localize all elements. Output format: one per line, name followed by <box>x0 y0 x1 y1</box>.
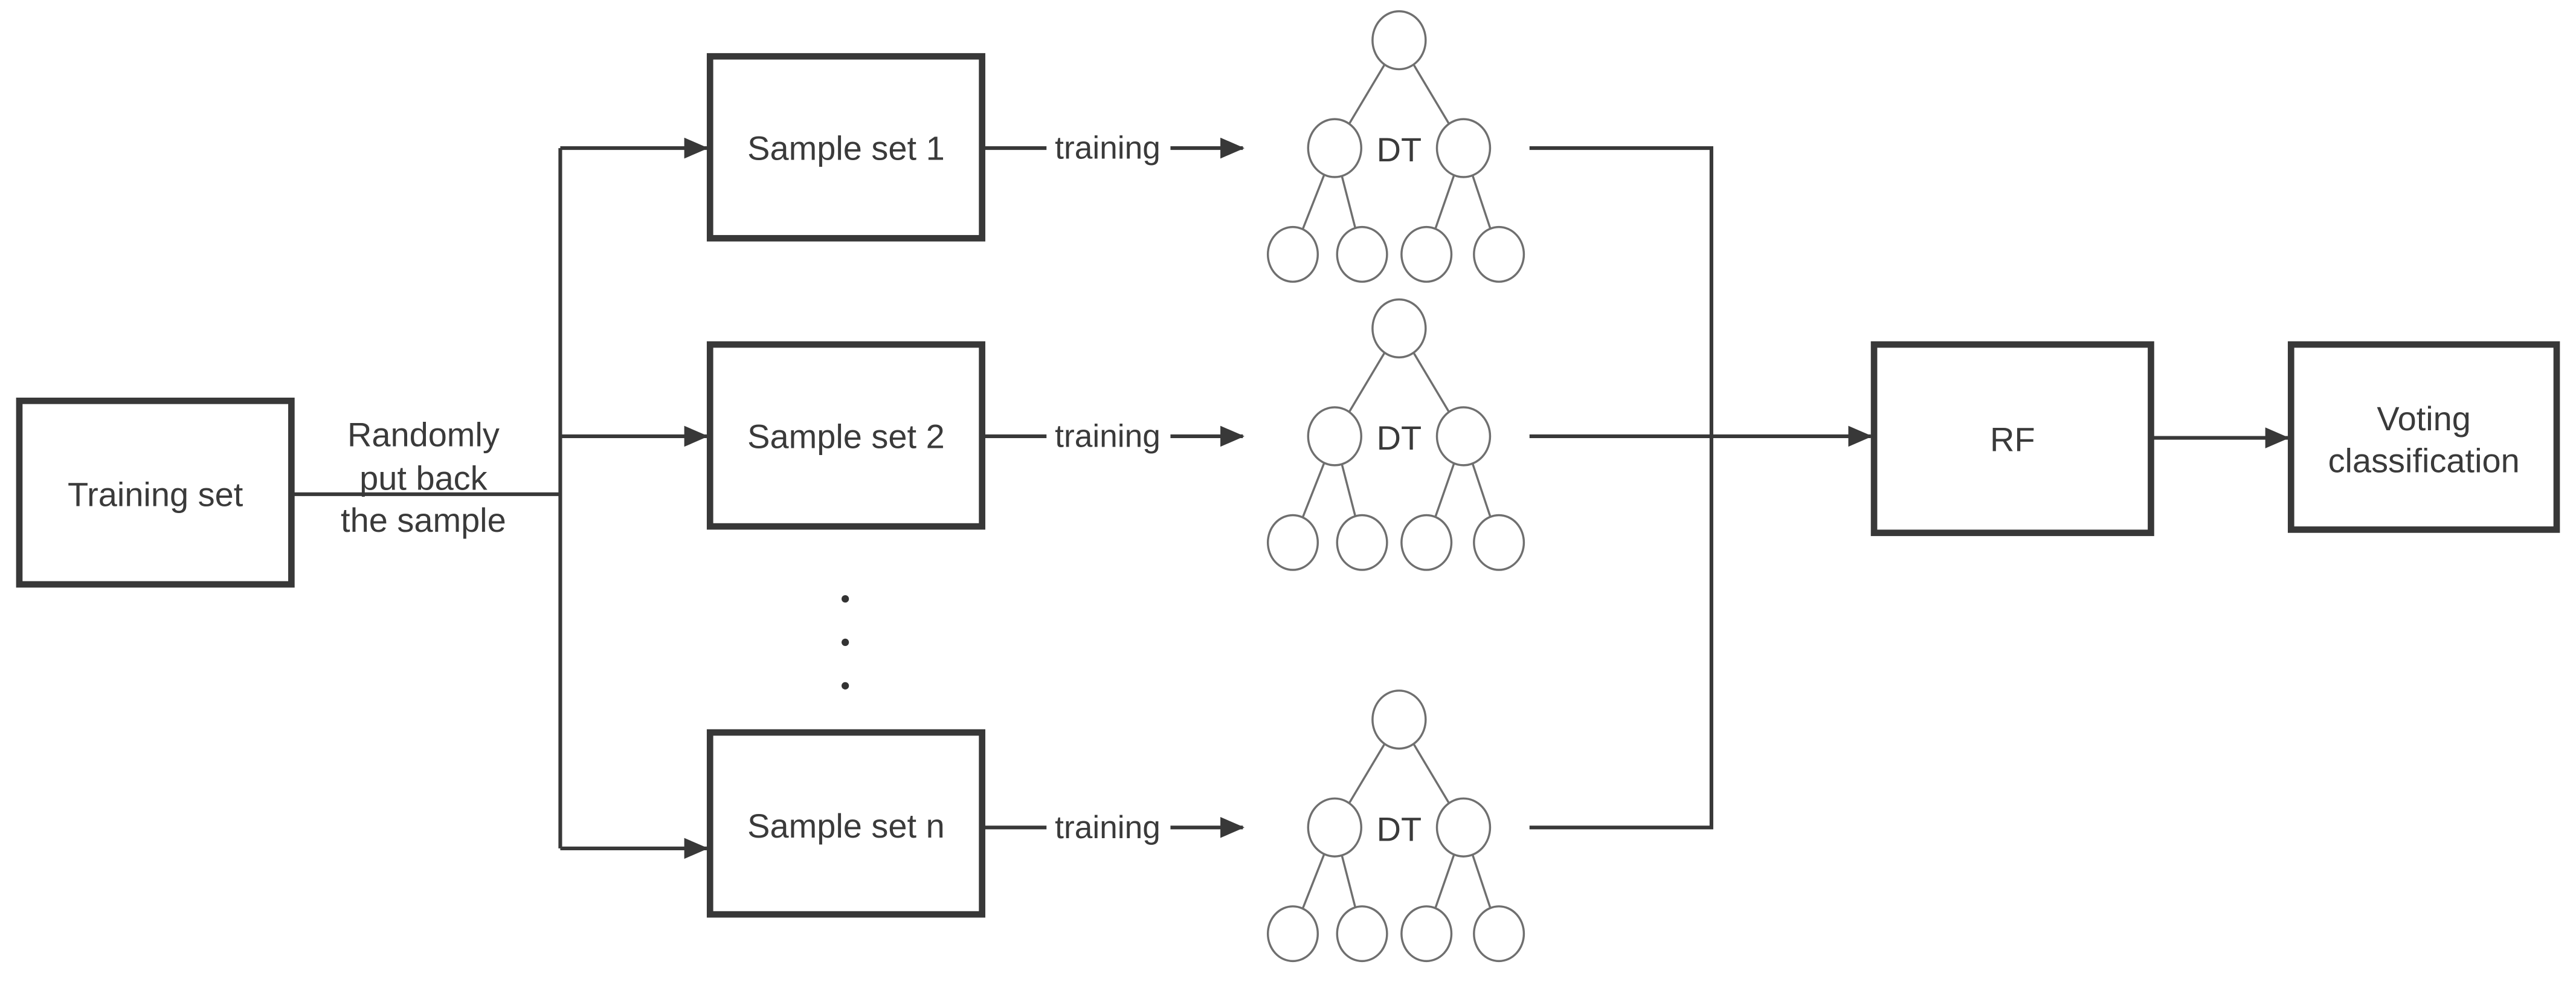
voting-classification-box: Voting classification <box>2287 341 2560 533</box>
tree1-root-node <box>1371 10 1427 71</box>
training-set-box: Training set <box>16 397 295 588</box>
treen-right-node <box>1435 797 1492 858</box>
sampling-connectors <box>291 137 709 859</box>
tree1-output-line <box>1529 146 1713 436</box>
tree1-dt-label: DT <box>1377 131 1422 169</box>
rf-box: RF <box>1870 341 2154 537</box>
sample-set-2-rect <box>706 341 985 530</box>
training-connector-2: training <box>982 418 1245 454</box>
decision-tree-1: DT <box>1266 10 1525 283</box>
tree2-root-node <box>1371 298 1427 359</box>
tree2-leaf-4 <box>1473 514 1525 571</box>
treen-output-line <box>1529 436 1713 830</box>
tree1-leaf-1 <box>1266 225 1319 283</box>
treen-left-node <box>1307 797 1362 858</box>
treen-dt-label: DT <box>1377 810 1422 848</box>
tree2-leaf-1 <box>1266 514 1319 571</box>
treen-leaf-2 <box>1336 905 1388 963</box>
decision-tree-2: DT <box>1266 298 1525 571</box>
tree1-leaf-3 <box>1400 225 1453 283</box>
sample-set-n-box: Sample set n <box>706 729 985 918</box>
sample-set-2-label: Sample set 2 <box>747 417 945 455</box>
training-label-2: training <box>1055 418 1161 454</box>
voting-label-line2: classification <box>2328 441 2520 479</box>
tree1-left-node <box>1307 118 1362 178</box>
training-connector-1: training <box>982 131 1245 166</box>
tree1-leaf-4 <box>1473 225 1525 283</box>
tree2-leaf-2 <box>1336 514 1388 571</box>
training-set-rect <box>16 397 295 588</box>
sample-set-n-rect <box>706 729 985 918</box>
training-set-label: Training set <box>68 475 243 513</box>
treen-leaf-3 <box>1400 905 1453 963</box>
collector-connectors <box>1529 146 1873 830</box>
treen-leaf-4 <box>1473 905 1525 963</box>
training-label-1: training <box>1055 131 1161 166</box>
branch-label-line1: Randomly <box>347 416 500 454</box>
tree1-leaf-2 <box>1336 225 1388 283</box>
branch-label-line3: the sample <box>341 501 506 539</box>
branch-annotation: Randomly put back the sample <box>341 416 506 539</box>
sample-set-2-box: Sample set 2 <box>706 341 985 530</box>
tree2-right-node <box>1435 406 1492 467</box>
vertical-ellipsis-icon <box>841 595 849 690</box>
training-connector-n: training <box>982 810 1245 845</box>
sample-set-1-label: Sample set 1 <box>747 129 945 167</box>
voting-rect <box>2287 341 2560 533</box>
tree2-dt-label: DT <box>1377 419 1422 457</box>
voting-label-line1: Voting <box>2377 399 2471 438</box>
rf-label: RF <box>1990 421 2035 459</box>
rf-rect <box>1870 341 2154 537</box>
sample-set-n-label: Sample set n <box>747 807 945 845</box>
decision-tree-n: DT <box>1266 690 1525 963</box>
tree2-leaf-3 <box>1400 514 1453 571</box>
training-label-n: training <box>1055 810 1161 845</box>
treen-root-node <box>1371 690 1427 750</box>
tree2-left-node <box>1307 406 1362 467</box>
sample-set-1-box: Sample set 1 <box>706 53 985 242</box>
treen-leaf-1 <box>1266 905 1319 963</box>
branch-label-line2: put back <box>359 459 488 497</box>
tree1-right-node <box>1435 118 1492 178</box>
